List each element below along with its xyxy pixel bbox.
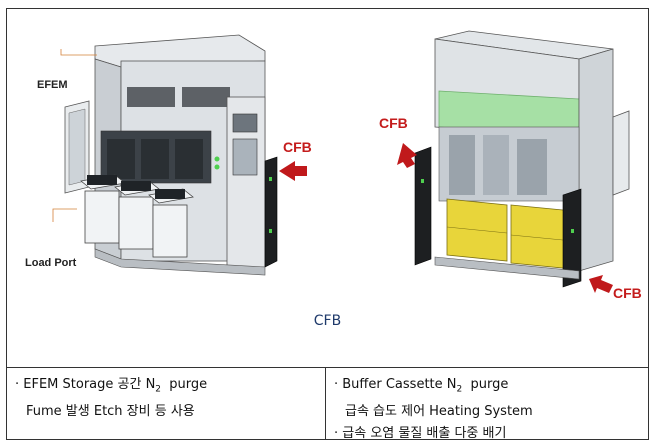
load-port-label: Load Port [25, 257, 77, 269]
cfb-label-right-top: CFB [379, 115, 408, 131]
efem-machine-illustration [52, 34, 307, 276]
figure-frame: EFEM Load Port CFB CFB CFB CFB · EFEM St… [6, 8, 649, 441]
rear-machine-illustration [397, 30, 630, 293]
right-line-2: 급속 습도 제어 Heating System [345, 403, 533, 419]
left-line-1: · EFEM Storage 공간 N2 purge [15, 377, 208, 395]
left-description-cell: · EFEM Storage 공간 N2 purge Fume 발생 Etch … [7, 368, 326, 439]
cfb-label-right-bottom: CFB [613, 285, 642, 301]
right-line-1: · Buffer Cassette N2 purge [334, 377, 509, 395]
left-line-2: Fume 발생 Etch 장비 등 사용 [26, 403, 195, 419]
figure-caption: CFB [313, 313, 342, 329]
right-line-3: · 급속 오염 물질 배출 다중 배기 [334, 425, 507, 441]
equipment-figure: EFEM Load Port CFB CFB CFB CFB [7, 9, 648, 368]
right-description-cell: · Buffer Cassette N2 purge 급속 습도 제어 Heat… [326, 368, 648, 441]
equipment-illustration [52, 30, 630, 293]
description-row: · EFEM Storage 공간 N2 purge Fume 발생 Etch … [7, 368, 648, 441]
cfb-label-left: CFB [283, 139, 312, 155]
efem-label: EFEM [37, 79, 68, 91]
